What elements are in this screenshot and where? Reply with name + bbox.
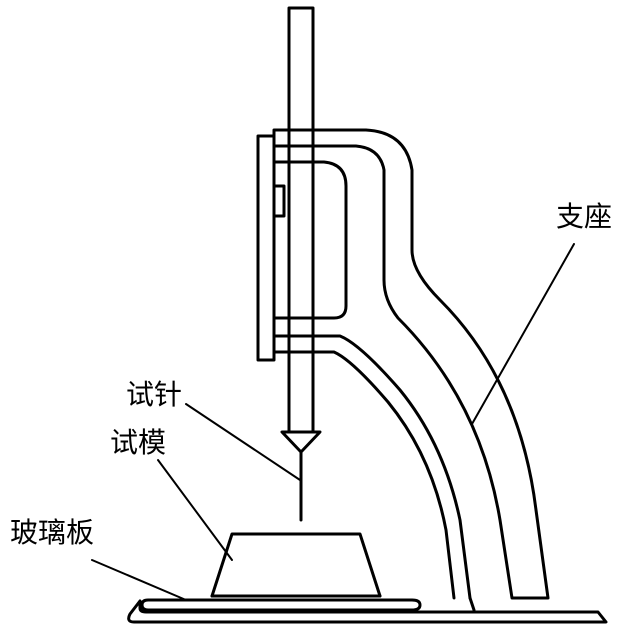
needle-label: 试针 [126,378,182,411]
glass-plate-label: 玻璃板 [10,516,94,549]
plunger-rod [287,6,315,434]
glass-plate-leader [91,559,187,601]
holder-plate [256,134,286,362]
needle-leader [185,403,301,481]
test-needle [280,430,322,522]
mold-leader [157,459,233,561]
stand-base [127,599,608,624]
stand-label: 支座 [556,200,612,233]
stand-leader [471,243,575,425]
mold-label: 试模 [110,426,166,459]
test-mold [210,532,382,598]
glass-plate [140,598,422,612]
stand-frame [272,128,550,612]
